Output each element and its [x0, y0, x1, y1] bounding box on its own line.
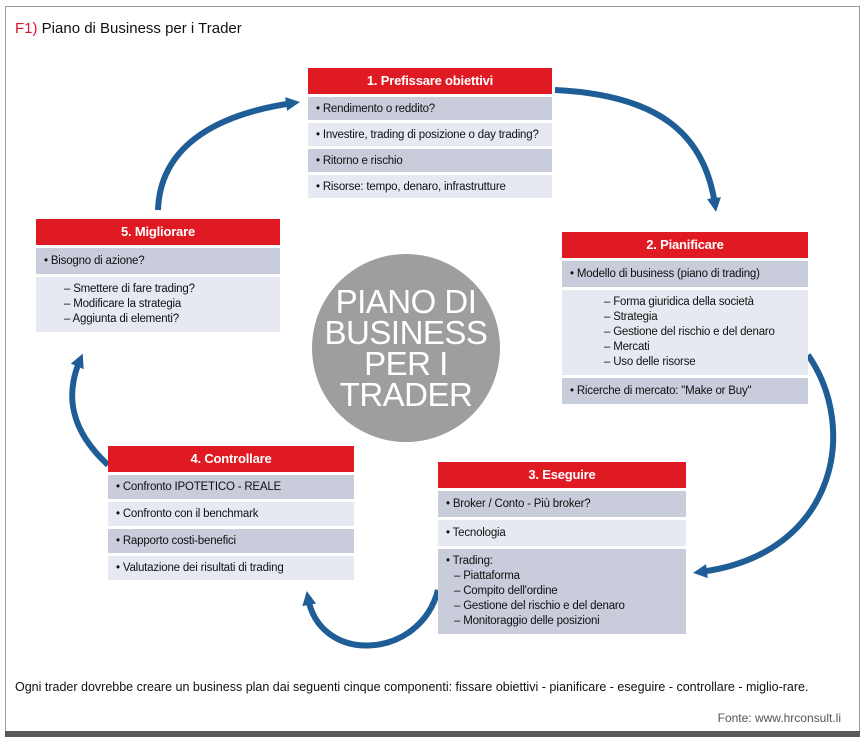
step3-subitem: – Piattaforma: [454, 570, 520, 582]
arrow-step3-to-step4: [302, 589, 441, 649]
center-line: TRADER: [339, 376, 473, 413]
center-line: BUSINESS: [324, 314, 488, 351]
center-line: PER I: [364, 345, 448, 382]
step5-subitem: – Aggiunta di elementi?: [64, 313, 179, 325]
arrow-step5-to-step1: [155, 97, 300, 211]
step3-item: • Broker / Conto - Più broker?: [438, 491, 686, 517]
step2-subitem: – Strategia: [604, 311, 658, 323]
step2-subitems: – Forma giuridica della società – Strate…: [562, 290, 808, 375]
step5-title: 5. Migliorare: [36, 219, 280, 245]
arrow-step1-to-step2: [554, 87, 721, 212]
step1-title: 1. Prefissare obiettivi: [308, 68, 552, 94]
step5-subitem: – Modificare la strategia: [64, 298, 182, 310]
step2-item: • Ricerche di mercato: "Make or Buy": [562, 378, 808, 404]
step3-title: 3. Eseguire: [438, 462, 686, 488]
step3-item: • Tecnologia: [438, 520, 686, 546]
step4-item: • Valutazione dei risultati di trading: [108, 556, 354, 580]
step4-item: • Confronto con il benchmark: [108, 502, 354, 526]
step2-subitem: – Mercati: [604, 341, 650, 353]
step2-item: • Modello di business (piano di trading): [562, 261, 808, 287]
step3-item: • Trading:: [446, 555, 493, 567]
step3-box: 3. Eseguire • Broker / Conto - Più broke…: [438, 462, 686, 634]
step1-item: • Rendimento o reddito?: [308, 97, 552, 120]
center-title: PIANO DI BUSINESS PER I TRADER: [321, 283, 491, 413]
step1-box: 1. Prefissare obiettivi • Rendimento o r…: [308, 68, 552, 198]
step1-item: • Risorse: tempo, denaro, infrastrutture: [308, 175, 552, 198]
step4-item: • Confronto IPOTETICO - REALE: [108, 475, 354, 499]
step2-box: 2. Pianificare • Modello di business (pi…: [562, 232, 808, 404]
source-credit: Fonte: www.hrconsult.li: [717, 711, 841, 725]
step3-subitem: – Gestione del rischio e del denaro: [454, 600, 625, 612]
step3-subitem: – Monitoraggio delle posizioni: [454, 615, 600, 627]
figure-number: F1): [15, 20, 38, 37]
step4-title: 4. Controllare: [108, 446, 354, 472]
arrow-step2-to-step3: [693, 353, 837, 579]
center-line: PIANO DI: [335, 283, 477, 320]
figure-caption: Ogni trader dovrebbe creare un business …: [15, 680, 809, 694]
step5-subitem: – Smettere di fare trading?: [64, 283, 195, 295]
step5-subitems: – Smettere di fare trading? – Modificare…: [36, 277, 280, 332]
figure-title: F1) Piano di Business per i Trader: [15, 20, 242, 37]
step4-item: • Rapporto costi-benefici: [108, 529, 354, 553]
step2-title: 2. Pianificare: [562, 232, 808, 258]
step2-subitem: – Forma giuridica della società: [604, 296, 754, 308]
step2-subitem: – Gestione del rischio e del denaro: [604, 326, 775, 338]
figure-title-text: Piano di Business per i Trader: [37, 20, 242, 37]
arrow-step4-to-step5: [69, 353, 111, 468]
step3-trading-block: • Trading: – Piattaforma – Compito dell'…: [438, 549, 686, 634]
step1-item: • Investire, trading di posizione o day …: [308, 123, 552, 146]
center-circle: PIANO DI BUSINESS PER I TRADER: [312, 254, 500, 442]
step4-box: 4. Controllare • Confronto IPOTETICO - R…: [108, 446, 354, 580]
step2-subitem: – Uso delle risorse: [604, 356, 696, 368]
step5-box: 5. Migliorare • Bisogno di azione? – Sme…: [36, 219, 280, 332]
step1-item: • Ritorno e rischio: [308, 149, 552, 172]
step5-item: • Bisogno di azione?: [36, 248, 280, 274]
bottom-rule: [5, 731, 860, 737]
step3-subitem: – Compito dell'ordine: [454, 585, 558, 597]
